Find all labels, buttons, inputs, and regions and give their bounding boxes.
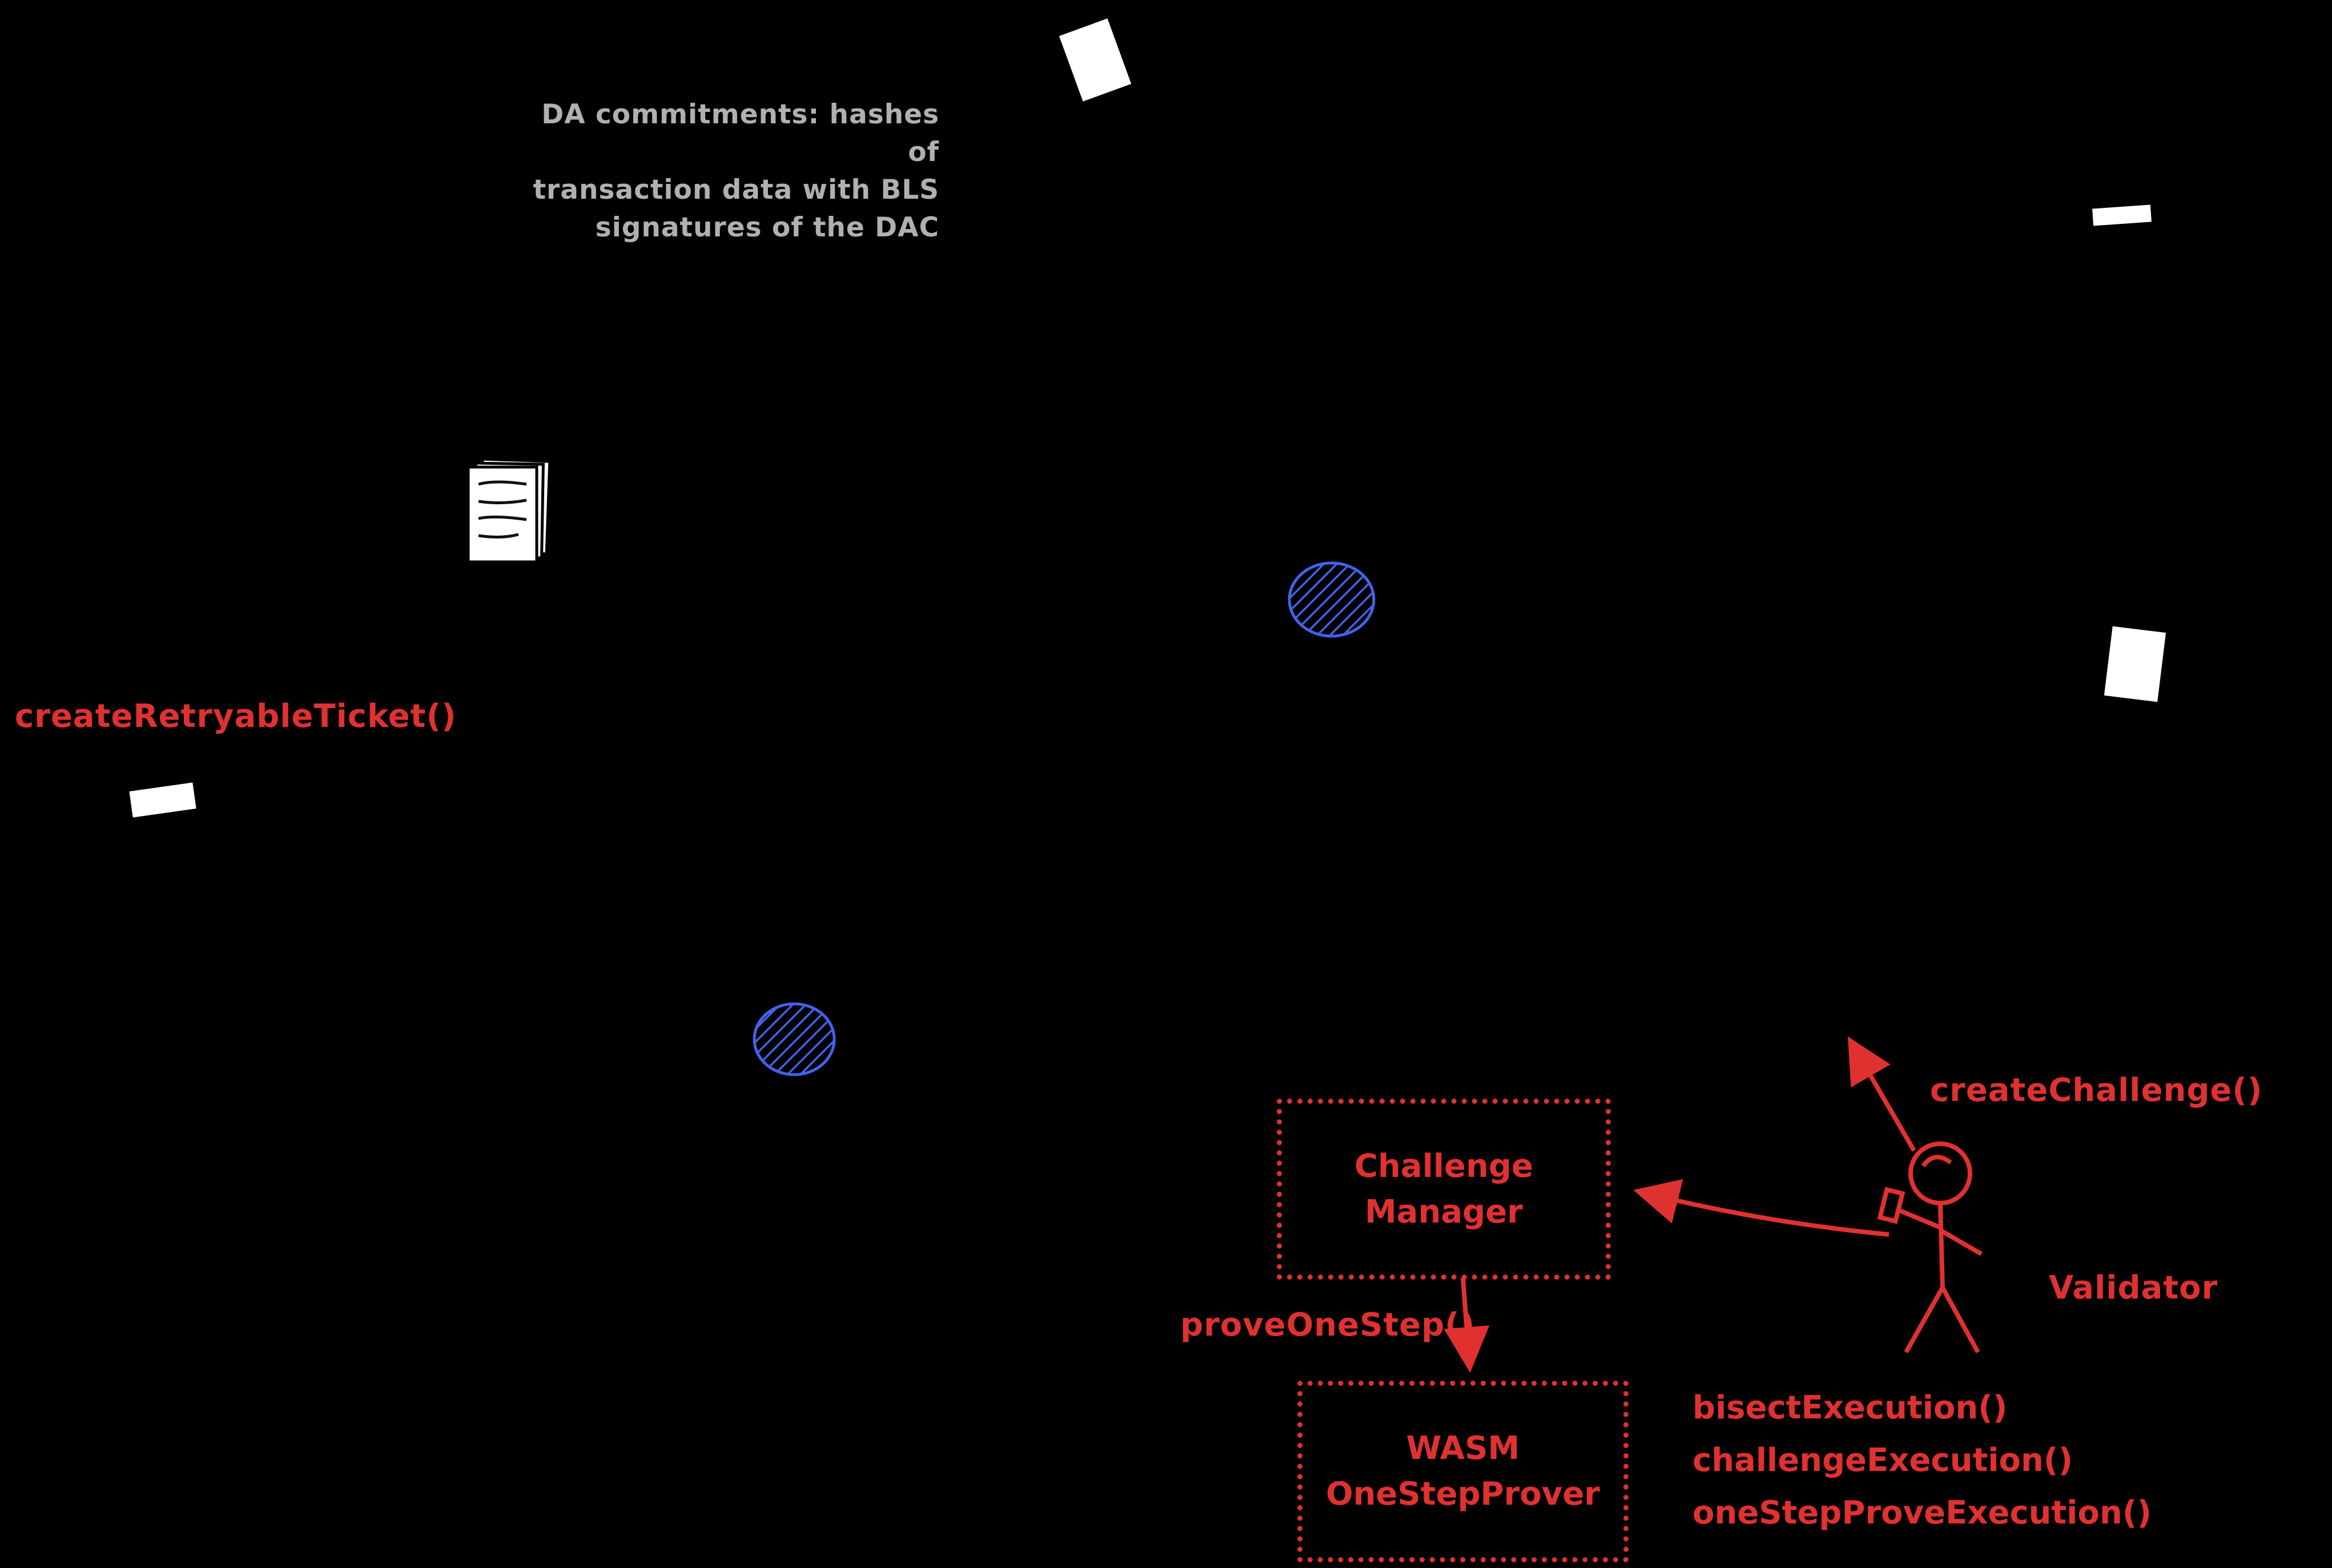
da-commitments-caption: DA commitments: hashes of transaction da… bbox=[514, 96, 939, 247]
arrow-create-challenge bbox=[1847, 1036, 1916, 1152]
validator-stick-figure-icon bbox=[1877, 1141, 1983, 1353]
white-card-shape bbox=[129, 782, 196, 818]
prove-one-step-label: proveOneStep() bbox=[1180, 1306, 1475, 1344]
token-coin-icon bbox=[1288, 561, 1376, 638]
create-challenge-label: createChallenge() bbox=[1930, 1072, 2263, 1109]
challenge-methods-list: bisectExecution() challengeExecution() o… bbox=[1692, 1382, 2152, 1539]
caption-line: DA commitments: hashes of bbox=[541, 99, 939, 168]
document-icon bbox=[467, 457, 552, 564]
challenge-manager-label-line1: Challenge bbox=[1354, 1147, 1534, 1185]
arrow-validator-to-cm bbox=[1633, 1179, 1889, 1237]
token-coin-icon bbox=[753, 1002, 836, 1076]
method-one-step-prove-execution: oneStepProveExecution() bbox=[1692, 1494, 2152, 1531]
wasm-prover-label-line2: OneStepProver bbox=[1326, 1475, 1600, 1513]
challenge-manager-label-line2: Manager bbox=[1365, 1193, 1523, 1231]
caption-line: transaction data with BLS bbox=[533, 174, 939, 206]
validator-label: Validator bbox=[2049, 1269, 2218, 1306]
caption-line: signatures of the DAC bbox=[595, 212, 939, 243]
challenge-manager-box: Challenge Manager bbox=[1277, 1099, 1611, 1280]
wasm-prover-label-line1: WASM bbox=[1406, 1430, 1520, 1467]
wasm-one-step-prover-box: WASM OneStepProver bbox=[1297, 1381, 1629, 1562]
method-challenge-execution: challengeExecution() bbox=[1692, 1442, 2073, 1479]
white-card-shape bbox=[1059, 18, 1132, 102]
method-bisect-execution: bisectExecution() bbox=[1692, 1389, 2008, 1426]
white-card-shape bbox=[2092, 204, 2152, 226]
white-card-shape bbox=[2104, 626, 2166, 702]
create-retryable-ticket-label: createRetryableTicket() bbox=[15, 698, 457, 735]
